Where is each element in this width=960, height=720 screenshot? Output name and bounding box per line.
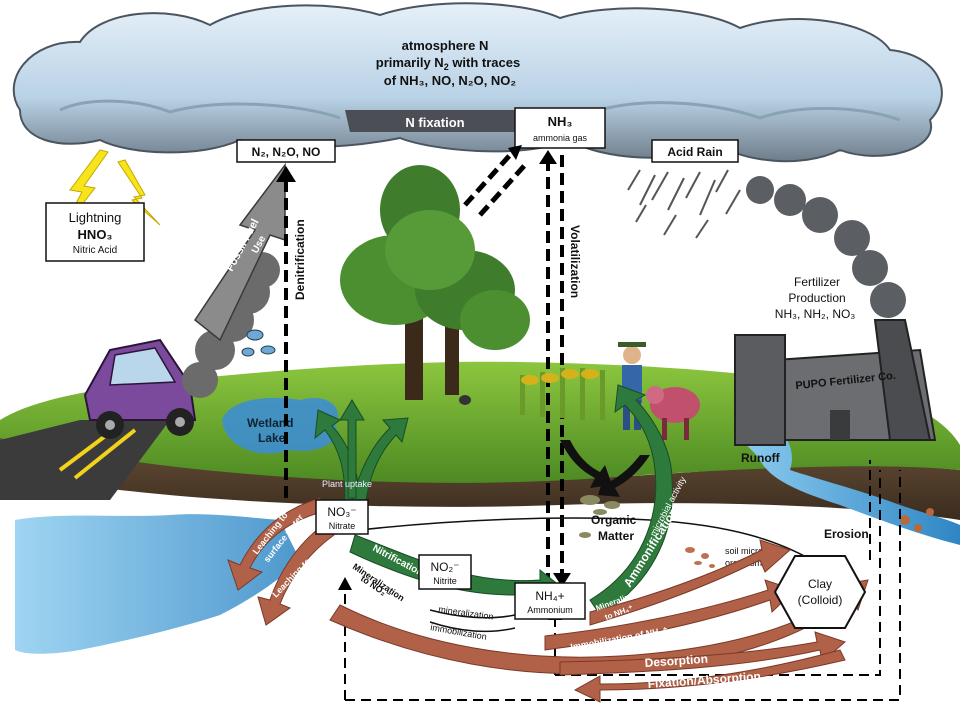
fertilizer-line2: Production (788, 291, 845, 305)
crops-icon (520, 368, 605, 420)
ammonium-name: Ammonium (527, 605, 573, 615)
factory-smoke (746, 176, 906, 318)
n-fixation-label: N fixation (405, 115, 464, 130)
lightning-formula: HNO₃ (78, 227, 113, 242)
denitrification-arrow (276, 166, 296, 498)
mineralization-immobilization-arrows (429, 609, 516, 633)
ammonium-box (514, 582, 586, 620)
nitrite-name: Nitrite (433, 576, 457, 586)
atmosphere-line2: primarily N2 with traces (376, 55, 520, 72)
ammonification-arrow (589, 384, 673, 616)
nitrite-formula: NO₂⁻ (431, 560, 460, 574)
acid-rain-box (651, 139, 739, 163)
soil-microorganisms-line1: soil micro- (725, 546, 766, 556)
ammonium-formula: NH₄+ (535, 589, 564, 603)
desorption-arrow (559, 631, 846, 676)
wetland-label-1: Wetland (247, 416, 293, 430)
clay-colloid-hexagon (773, 555, 867, 629)
road (0, 420, 170, 500)
wetland-label-2: Lake (258, 431, 286, 445)
ammonia-gas-name: ammonia gas (533, 133, 588, 143)
nitrate-formula: NO₃⁻ (327, 505, 356, 519)
wetland-lake (222, 397, 339, 454)
lightning-title: Lightning (69, 210, 122, 225)
volatilization-label: Volatilization (568, 225, 582, 298)
runoff-label: Runoff (741, 451, 781, 465)
organic-matter-debris (579, 495, 620, 538)
soil-layer (0, 430, 960, 520)
soil-microorganisms-icon (685, 547, 715, 568)
mineralization-nh4-arrow (589, 539, 791, 626)
groundwater (15, 514, 300, 654)
fertilizer-line1: Fertilizer (794, 275, 840, 289)
volatilization-arrows (539, 150, 571, 587)
nitrogen-oxides-box (236, 139, 336, 163)
erosion-rocks (900, 508, 934, 532)
dashed-arrowhead-1 (338, 577, 352, 590)
organic-matter-arrows (560, 440, 650, 497)
plant-uptake-label: Plant uptake (322, 479, 372, 489)
factory-icon (734, 319, 937, 446)
runoff-river (735, 421, 960, 545)
nitrogen-oxides-label: N₂, N₂O, NO (252, 145, 321, 159)
fixation-absorption-arrow (573, 649, 846, 703)
atmosphere-line1: atmosphere N (402, 38, 489, 53)
soil-connector-line (359, 517, 821, 566)
bacteria-icon (241, 329, 276, 357)
atmosphere-line3: of NH₃, NO, N₂O, NO₂ (384, 73, 517, 88)
denitrification-label: Denitrification (293, 219, 307, 300)
organic-matter-line1: Organic (591, 513, 637, 527)
organic-matter-line2: Matter (598, 529, 634, 543)
tree-ammonia-arrows (463, 145, 527, 217)
nitrate-box (315, 499, 369, 535)
grass-surface (0, 361, 960, 483)
ammonia-gas-formula: NH₃ (548, 114, 573, 129)
desorption-label: Desorption (644, 652, 708, 670)
tree-icon (340, 165, 530, 400)
plant-uptake-arrows (314, 399, 409, 501)
acid-rain-streaks (627, 169, 741, 239)
acid-rain-label: Acid Rain (667, 145, 722, 159)
clay-line1: Clay (808, 577, 832, 591)
squirrel-icon (459, 395, 471, 405)
lightning-box (45, 202, 145, 262)
lightning-name: Nitric Acid (73, 245, 117, 256)
ammonia-gas-box (514, 107, 606, 149)
n-fixation-band (345, 110, 515, 132)
erosion-label: Erosion (824, 527, 869, 541)
fertilizer-line3: NH₃, NH₂, NO₃ (775, 307, 856, 321)
nitrate-name: Nitrate (329, 521, 356, 531)
car-icon (83, 338, 197, 439)
nitrite-box (418, 554, 472, 590)
clay-line2: (Colloid) (798, 593, 843, 607)
leaching-arrows (227, 497, 335, 626)
cow-icon (646, 386, 700, 440)
